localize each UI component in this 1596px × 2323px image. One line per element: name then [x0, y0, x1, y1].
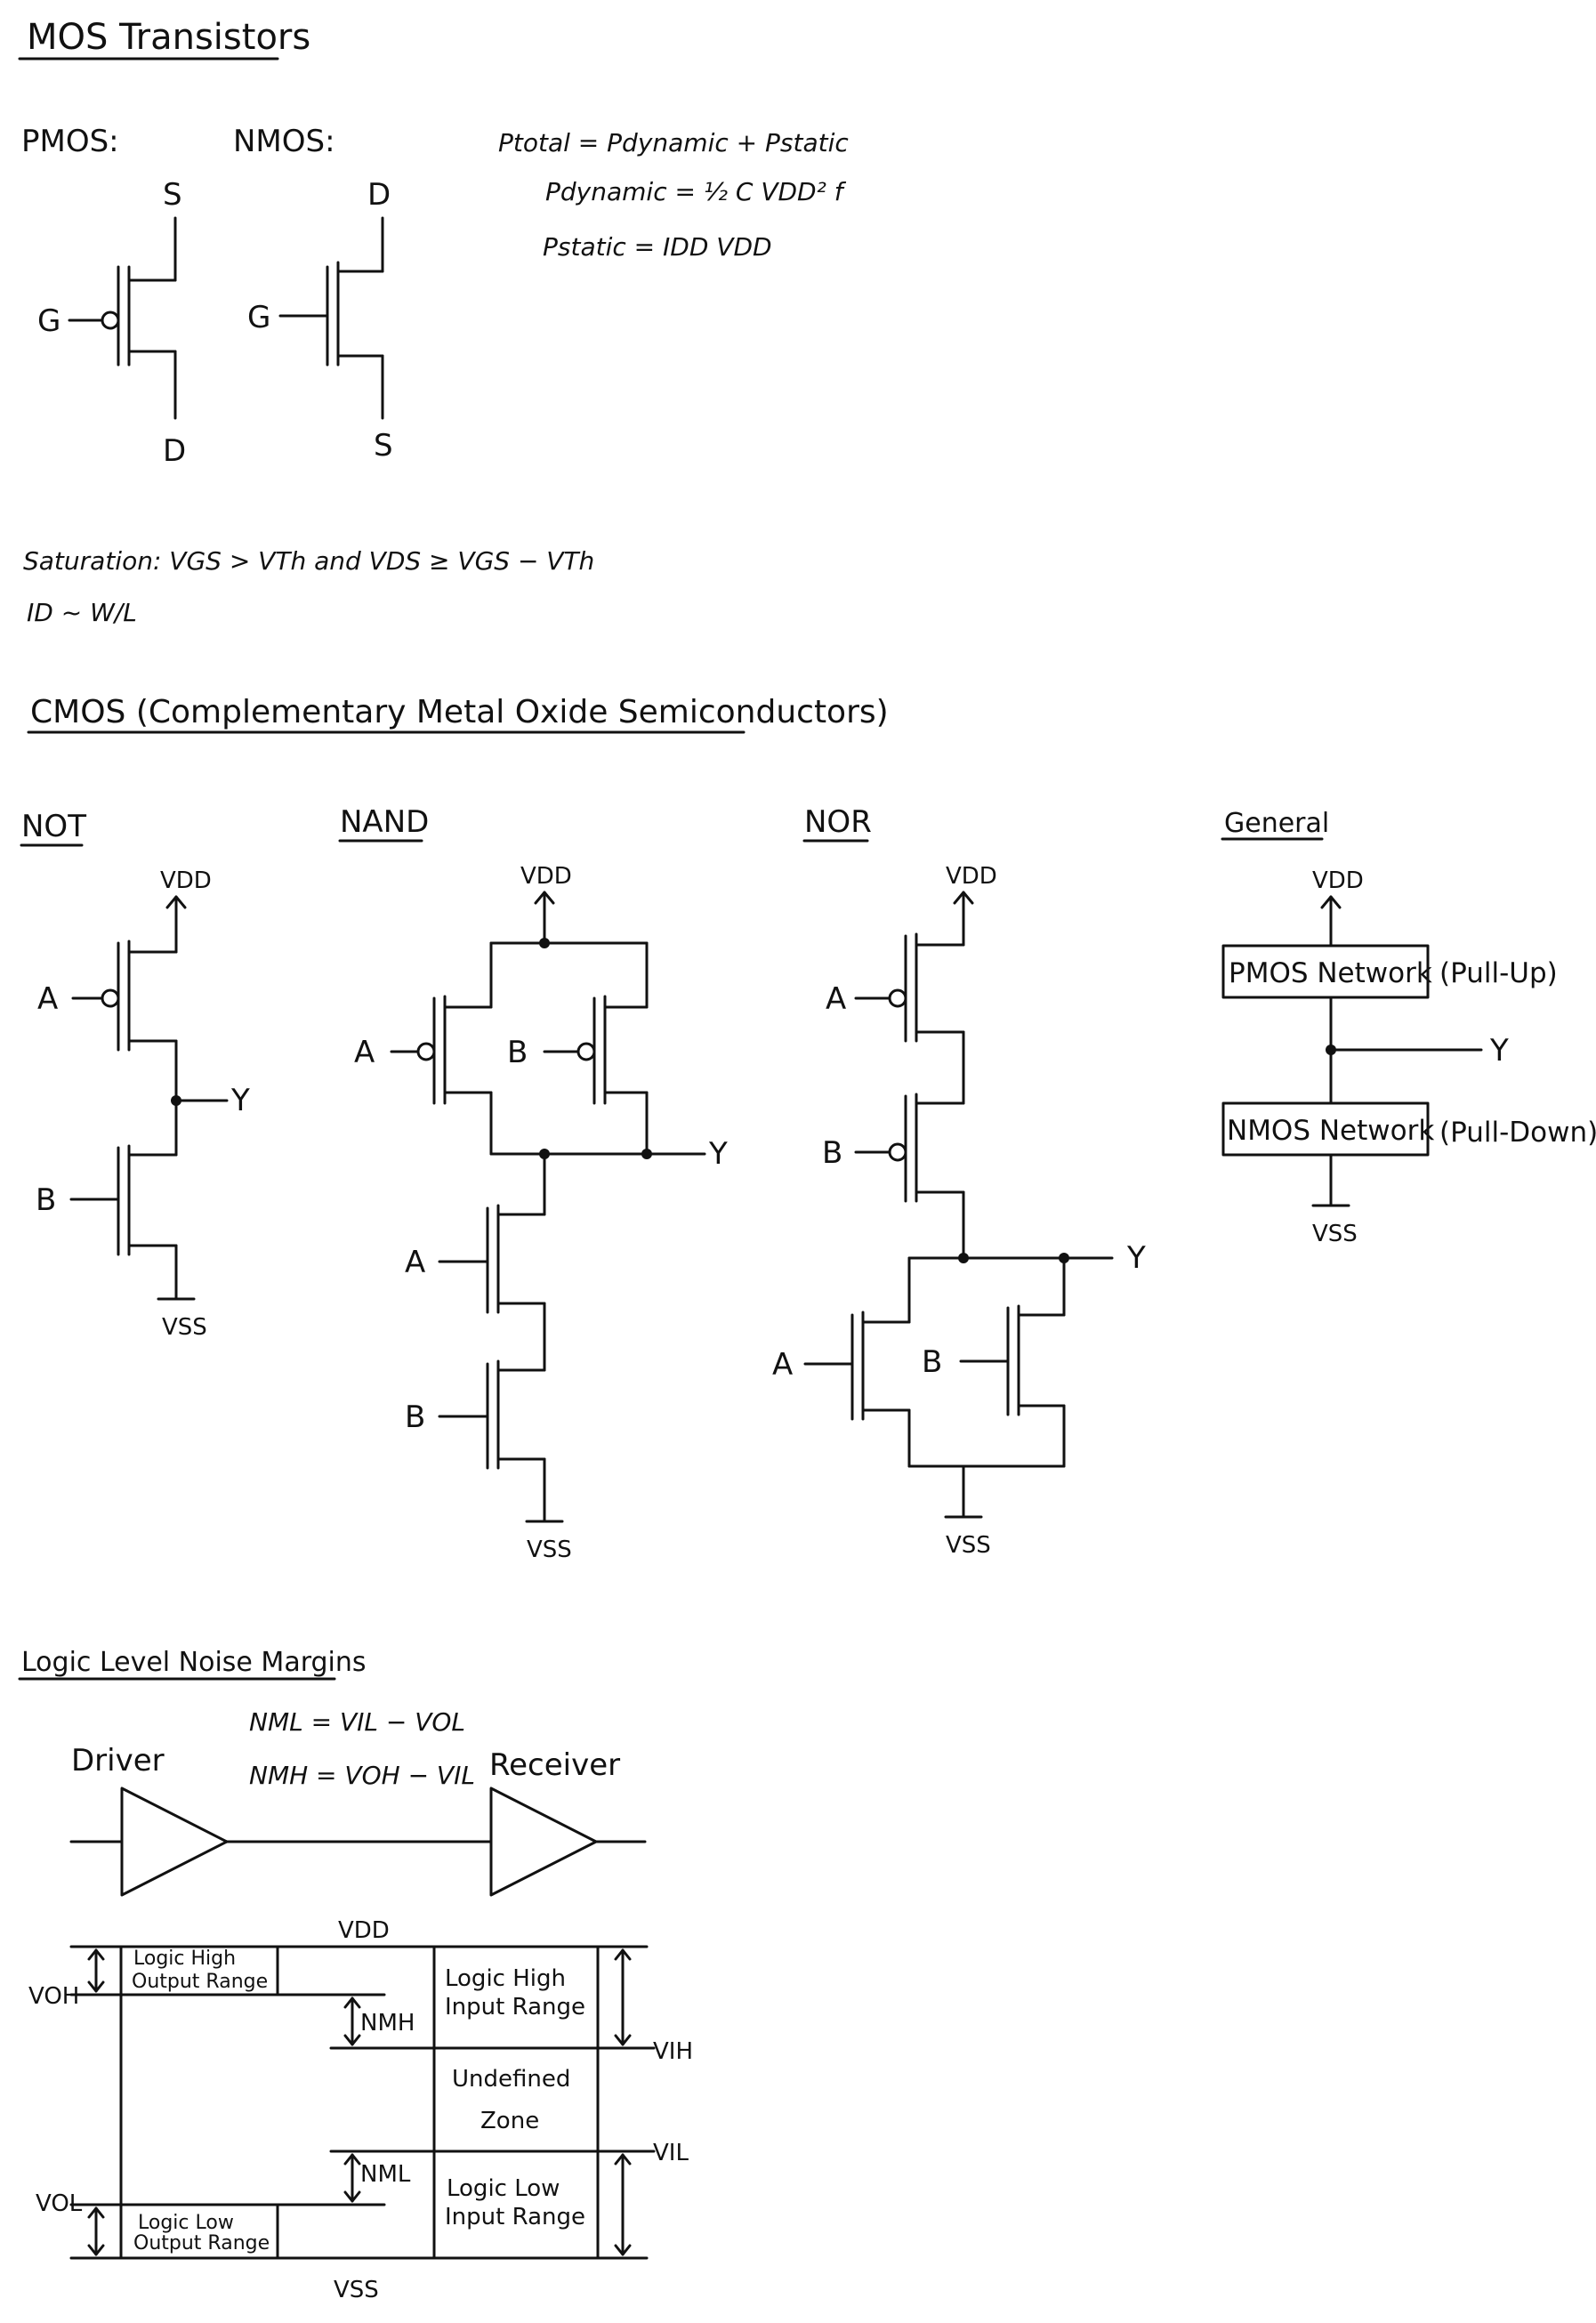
- logic-high-output-line2: Output Range: [132, 1971, 268, 1993]
- vil-label: VIL: [653, 2140, 689, 2166]
- logic-high-input-line1: Logic High: [445, 1965, 566, 1992]
- power-formulas: Ptotal = Pdynamic + Pstatic Pdynamic = ½…: [498, 128, 849, 262]
- nand-title: NAND: [340, 804, 429, 840]
- nmos-label: NMOS:: [233, 124, 335, 159]
- cmos-heading: CMOS (Complementary Metal Oxide Semicond…: [30, 694, 889, 730]
- mos-heading: MOS Transistors: [27, 17, 310, 58]
- nor-output-y: Y: [1126, 1240, 1146, 1276]
- nml-equation: NML = VIL − VOL: [249, 1707, 465, 1737]
- nor-vss-label: VSS: [946, 1532, 991, 1559]
- logic-low-output-line1: Logic Low: [138, 2212, 234, 2234]
- nor-title: NOR: [804, 804, 872, 840]
- receiver-label: Receiver: [489, 1747, 620, 1783]
- general-vss-label: VSS: [1312, 1221, 1358, 1247]
- voh-label: VOH: [28, 1983, 79, 2010]
- not-input-b: B: [36, 1182, 56, 1218]
- nor-pmos-input-a: A: [826, 981, 846, 1017]
- vol-label: VOL: [36, 2190, 83, 2217]
- nand-pmos-input-a: A: [354, 1035, 375, 1070]
- nmos-network-box: [1221, 1101, 1430, 1157]
- not-title: NOT: [21, 809, 86, 844]
- not-input-a: A: [37, 981, 58, 1017]
- undefined-zone-line2: Zone: [480, 2108, 539, 2134]
- general-title: General: [1224, 808, 1329, 839]
- power-static: Pstatic = IDD VDD: [543, 232, 772, 262]
- pull-down-label: (Pull-Down): [1439, 1117, 1596, 1149]
- nml-label: NML: [360, 2161, 411, 2188]
- logic-low-input-line1: Logic Low: [447, 2175, 560, 2202]
- nmh-label: NMH: [360, 2010, 415, 2037]
- nor-nmos-input-b: B: [922, 1344, 942, 1380]
- nand-vss-label: VSS: [527, 1537, 572, 1563]
- nor-vdd-label: VDD: [946, 863, 997, 890]
- nmos-network-label: NMOS Network: [1227, 1115, 1434, 1147]
- not-output-y: Y: [230, 1083, 250, 1118]
- pmos-gate-label: G: [37, 303, 60, 339]
- not-vdd-label: VDD: [160, 867, 212, 894]
- not-vss-label: VSS: [162, 1314, 207, 1341]
- nand-vdd-label: VDD: [520, 863, 572, 890]
- mos-section: MOS Transistors PMOS: NMOS: S G D D: [18, 17, 849, 627]
- driver-buffer: [120, 1787, 229, 1897]
- power-total: Ptotal = Pdynamic + Pstatic: [498, 128, 849, 157]
- not-gate: VDD A Y B VSS: [36, 867, 250, 1341]
- saturation-condition: Saturation: VGS > VTh and VDS ≥ VGS − VT…: [23, 546, 594, 576]
- nor-gate: VDD A B Y: [772, 863, 1146, 1559]
- nand-gate: VDD A B: [354, 863, 728, 1563]
- nor-nmos-input-a: A: [772, 1347, 793, 1383]
- nmos-gate-label: G: [247, 300, 270, 335]
- nand-nmos-input-a: A: [405, 1245, 425, 1280]
- pull-up-label: (Pull-Up): [1439, 957, 1558, 989]
- noise-vss-label: VSS: [334, 2277, 379, 2303]
- logic-low-output-line2: Output Range: [133, 2232, 270, 2254]
- logic-high-input-line2: Input Range: [445, 1994, 585, 2021]
- pmos-source-label: S: [163, 177, 182, 213]
- undefined-zone-line1: Undefined: [452, 2066, 570, 2093]
- nand-nmos-input-b: B: [405, 1399, 425, 1435]
- nmh-equation: NMH = VOH − VIL: [249, 1761, 475, 1790]
- noise-section: Logic Level Noise Margins NML = VIL − VO…: [18, 1647, 693, 2303]
- drain-current-relation: ID ~ W/L: [27, 598, 137, 627]
- nand-pmos-input-b: B: [507, 1035, 528, 1070]
- logic-high-output-line1: Logic High: [133, 1948, 236, 1970]
- general-vdd-label: VDD: [1312, 867, 1364, 894]
- logic-low-input-line2: Input Range: [445, 2204, 585, 2230]
- pmos-symbol: S G D: [37, 177, 186, 469]
- noise-heading: Logic Level Noise Margins: [21, 1647, 367, 1678]
- general-output-y: Y: [1489, 1033, 1509, 1069]
- pmos-network-label: PMOS Network: [1229, 957, 1432, 989]
- driver-label: Driver: [71, 1743, 165, 1779]
- pmos-network-box: [1221, 944, 1430, 999]
- nand-output-y: Y: [708, 1136, 728, 1172]
- pmos-drain-label: D: [163, 433, 186, 469]
- nmos-symbol: D G S: [247, 177, 393, 464]
- pmos-gate-bubble: [101, 311, 120, 330]
- cmos-section: CMOS (Complementary Metal Oxide Semicond…: [20, 694, 1596, 1563]
- general-cmos: VDD PMOS Network (Pull-Up) Y NMOS Networ…: [1221, 867, 1596, 1247]
- pmos-label: PMOS:: [21, 124, 119, 159]
- nor-pmos-input-b: B: [822, 1135, 842, 1171]
- nmos-source-label: S: [374, 428, 393, 464]
- vih-label: VIH: [653, 2038, 693, 2065]
- receiver-buffer: [489, 1787, 598, 1897]
- nmos-drain-label: D: [367, 177, 391, 213]
- power-dynamic: Pdynamic = ½ C VDD² f: [545, 177, 847, 206]
- noise-vdd-label: VDD: [338, 1917, 390, 1944]
